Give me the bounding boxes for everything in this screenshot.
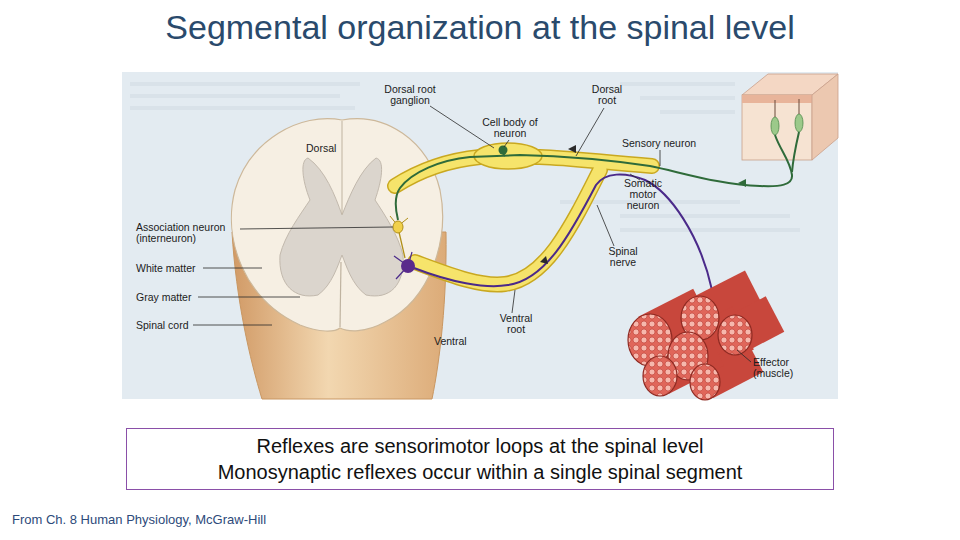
faint-line	[620, 82, 735, 86]
part-label: Spinal nerve	[603, 246, 643, 268]
part-label: Dorsal root	[587, 84, 627, 106]
part-label: Dorsal root ganglion	[379, 84, 441, 106]
faint-line	[130, 82, 360, 86]
part-label: Spinal cord	[136, 320, 189, 331]
leader-line	[576, 108, 604, 156]
arrowhead	[568, 145, 576, 153]
orientation-label: Ventral	[434, 336, 467, 347]
part-label: Somatic motor neuron	[612, 178, 674, 211]
leader-line	[737, 350, 751, 362]
bleed-through-text	[130, 82, 800, 232]
fascicle-face	[690, 364, 720, 400]
muscle	[628, 290, 775, 400]
orientation-label: Dorsal	[306, 143, 336, 154]
direction-arrows	[540, 145, 746, 264]
caption-line: Monosynaptic reflexes occur within a sin…	[218, 459, 743, 485]
leader-line	[660, 150, 661, 166]
hair-follicle	[771, 117, 779, 135]
leader-line	[203, 268, 262, 269]
sensory-branch	[792, 132, 799, 172]
sensory-cell-body	[499, 146, 508, 155]
hair	[799, 99, 800, 114]
skin-front	[742, 95, 812, 160]
ventral-fissure	[340, 262, 341, 327]
dorsal-median-sulcus	[342, 121, 343, 214]
faint-line	[130, 94, 340, 98]
caption-line: Reflexes are sensorimotor loops at the s…	[257, 433, 704, 459]
fascicle-face	[643, 356, 677, 396]
somatic-motor-neuron	[394, 175, 734, 312]
part-label: Effector (muscle)	[753, 357, 803, 379]
faint-line	[620, 214, 790, 218]
epidermis	[742, 95, 812, 103]
faint-line	[620, 228, 800, 232]
part-label: White matter	[136, 263, 196, 274]
faint-line	[640, 96, 735, 100]
faint-line	[660, 110, 735, 114]
arrowhead	[738, 179, 746, 187]
leader-line	[597, 205, 614, 246]
nerve-roots	[395, 157, 652, 284]
fascicle-face	[718, 315, 752, 355]
part-label: Ventral root	[494, 313, 538, 335]
leader-line	[504, 140, 509, 147]
leader-line	[240, 227, 393, 229]
motor-cell-body	[401, 259, 415, 273]
leader-lines	[193, 106, 751, 362]
figure-background	[122, 72, 838, 399]
source-note: From Ch. 8 Human Physiology, McGraw-Hill	[12, 512, 266, 528]
fascicle-faces	[628, 296, 752, 400]
association-neuron	[390, 216, 408, 258]
arrowhead	[540, 256, 548, 264]
interneuron-axon	[399, 232, 405, 258]
slide-title: Segmental organization at the spinal lev…	[0, 7, 960, 47]
part-label: Gray matter	[136, 292, 191, 303]
sensory-axon	[396, 135, 792, 220]
motor-axon	[414, 175, 712, 290]
leader-line	[512, 290, 515, 313]
faint-line	[130, 106, 355, 110]
skin-side	[812, 74, 838, 160]
skin-block	[742, 74, 838, 160]
part-label: Association neuron (interneuron)	[136, 222, 236, 244]
hair-follicle	[795, 114, 803, 132]
leader-line	[198, 297, 300, 298]
caption-box: Reflexes are sensorimotor loops at the s…	[126, 428, 834, 490]
interneuron-cell-body	[393, 221, 403, 233]
part-label: Cell body of neuron	[480, 117, 540, 139]
white-matter	[231, 119, 442, 331]
part-label: Sensory neuron	[622, 138, 696, 149]
leader-line	[193, 325, 272, 326]
hair	[775, 100, 776, 117]
sensory-neuron	[396, 132, 799, 220]
